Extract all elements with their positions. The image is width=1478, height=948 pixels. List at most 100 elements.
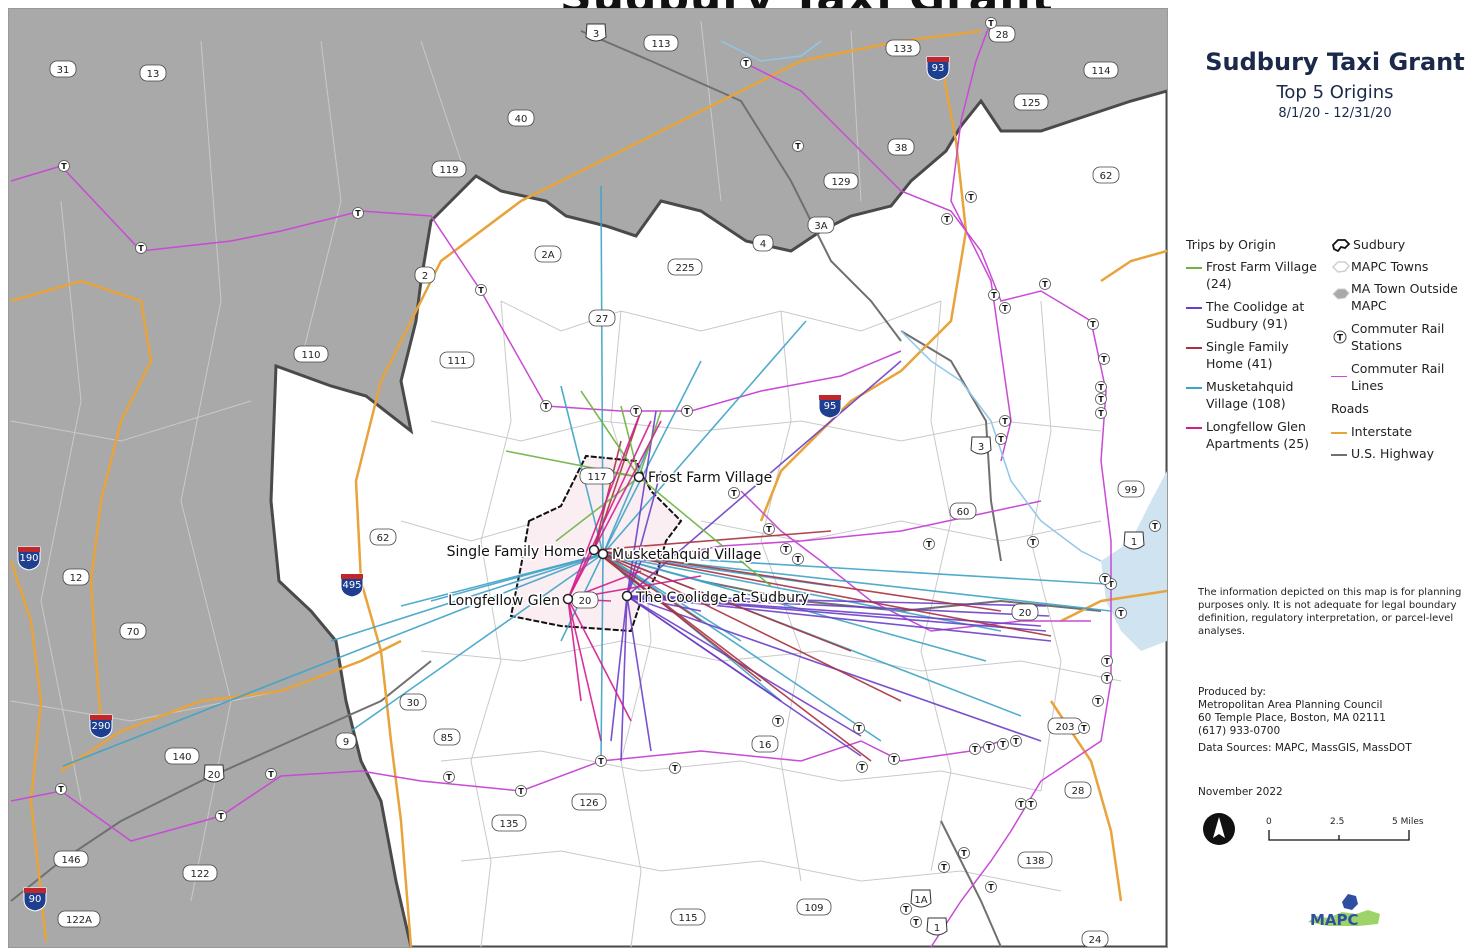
trip-line (626, 595, 652, 752)
rail-station-icon: T (515, 785, 527, 797)
scale-5-miles: 5 Miles (1392, 817, 1424, 827)
outside-mapc-icon (1332, 288, 1350, 300)
state-route-shield: 3A (807, 216, 835, 234)
rail-station-icon: T (1010, 735, 1022, 747)
svg-text:T: T (991, 291, 997, 300)
trip-line (602, 440, 652, 555)
state-route-shield: 146 (53, 850, 89, 868)
svg-text:T: T (543, 402, 549, 411)
svg-text:122: 122 (190, 869, 209, 880)
legend-rail-stations-1: Commuter Rail (1351, 321, 1445, 336)
trip-line (430, 553, 604, 602)
state-route-shield: 140 (164, 747, 200, 765)
svg-text:85: 85 (441, 733, 454, 744)
trip-line (593, 549, 1002, 612)
trip-line (610, 595, 628, 742)
state-route-shield: 2A (534, 245, 562, 263)
origin-longfellow-glen[interactable]: Longfellow Glen (447, 592, 574, 611)
trip-line (626, 595, 1047, 607)
legend-rail-lines-1: Commuter Rail (1351, 361, 1445, 376)
svg-text:60: 60 (957, 507, 970, 518)
svg-text:T: T (891, 755, 897, 764)
svg-text:T: T (478, 286, 484, 295)
svg-text:1A: 1A (914, 895, 927, 906)
svg-text:T: T (1042, 280, 1048, 289)
svg-text:T: T (1000, 740, 1006, 749)
svg-text:T: T (1104, 657, 1110, 666)
origin-musketahquid-village[interactable]: Musketahquid Village (597, 546, 763, 565)
trip-line (600, 553, 604, 762)
rivers (720, 40, 1102, 562)
rail-station-icon: T (1078, 722, 1090, 734)
svg-text:203: 203 (1055, 722, 1074, 733)
trip-line (593, 530, 832, 551)
us-route-shield: 20 (203, 764, 225, 783)
rail-station-icon: T (1101, 672, 1113, 684)
mapc-town-boundaries (10, 20, 1122, 947)
origin-frost-farm-village[interactable]: Frost Farm Village (633, 469, 774, 488)
origin-swatch-4 (1186, 427, 1202, 429)
origin-single-family-home[interactable]: Single Family Home (445, 543, 600, 562)
svg-text:12: 12 (70, 573, 83, 584)
state-route-shield: 38 (887, 138, 915, 156)
svg-text:T: T (743, 59, 749, 68)
trip-line (567, 598, 582, 702)
svg-text:T: T (988, 19, 994, 28)
rail-station-icon: T (923, 538, 935, 550)
mapc-towns-icon (1331, 261, 1351, 273)
rail-station-icon: T (941, 213, 953, 225)
interstate-shield: 290 (89, 714, 113, 739)
produced-by: Produced by: (1198, 686, 1266, 698)
produced-by-address: 60 Temple Place, Boston, MA 02111 (1198, 712, 1386, 724)
rail-station-icon: T (1149, 520, 1161, 532)
svg-text:T: T (731, 489, 737, 498)
svg-text:117: 117 (587, 472, 606, 483)
legend-rail-lines-2: Lines (1351, 378, 1384, 393)
svg-text:T: T (903, 905, 909, 914)
state-route-shield: 114 (1083, 61, 1119, 79)
state-route-shield: 30 (399, 693, 427, 711)
svg-text:T: T (1118, 609, 1124, 618)
legend-panel: Sudbury Taxi Grant Top 5 Origins 8/1/20 … (1170, 8, 1478, 946)
svg-text:T: T (1095, 697, 1101, 706)
svg-text:93: 93 (932, 63, 945, 74)
svg-text:3: 3 (978, 442, 984, 453)
rail-station-icon: T (1098, 353, 1110, 365)
origin-swatch-3 (1186, 387, 1202, 389)
origin-swatch-1 (1186, 307, 1202, 309)
svg-text:T: T (355, 209, 361, 218)
state-route-shield: 40 (507, 109, 535, 127)
rail-station-icon: T (888, 753, 900, 765)
trip-line (626, 595, 1050, 617)
trip-line (600, 185, 604, 555)
trip-line (602, 360, 702, 555)
rail-station-icon: T (853, 722, 865, 734)
svg-text:99: 99 (1125, 485, 1138, 496)
scale-2-5: 2.5 (1330, 817, 1345, 827)
svg-text:28: 28 (1072, 786, 1085, 797)
scale-bar (1268, 830, 1410, 841)
svg-text:90: 90 (29, 894, 42, 905)
trip-line (602, 553, 1107, 585)
origin-coolidge-at-sudbury[interactable]: The Coolidge at Sudbury (621, 589, 810, 608)
svg-text:T: T (775, 717, 781, 726)
rail-station-icon: T (681, 405, 693, 417)
state-route-shield: 125 (1013, 93, 1049, 111)
trip-line (593, 549, 872, 762)
svg-text:T: T (941, 863, 947, 872)
svg-text:T: T (1098, 395, 1104, 404)
svg-text:T: T (972, 745, 978, 754)
origin-swatch-2 (1186, 347, 1202, 349)
svg-text:T: T (1152, 522, 1158, 531)
legend-interstate: Interstate (1351, 424, 1413, 439)
svg-text:62: 62 (1100, 171, 1113, 182)
state-route-shield: 28 (1064, 781, 1092, 799)
svg-text:T: T (1028, 800, 1034, 809)
state-route-shield: 70 (119, 622, 147, 640)
trip-line (62, 553, 604, 767)
produced-date: November 2022 (1198, 786, 1283, 798)
state-route-shield: 60 (949, 502, 977, 520)
rail-station-icon: T (1095, 407, 1107, 419)
